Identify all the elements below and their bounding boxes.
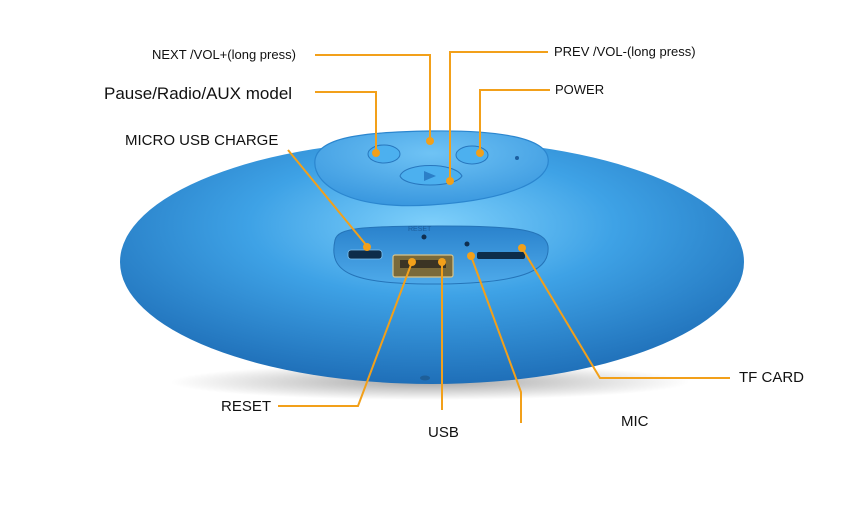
callout-dot-tf-card xyxy=(518,244,526,252)
mic-hole xyxy=(464,241,470,247)
label-mic: MIC xyxy=(621,413,649,430)
usb-port-tongue xyxy=(400,260,446,268)
label-next-vol-plus: NEXT /VOL+(long press) xyxy=(152,47,296,62)
label-pause-radio-aux: Pause/Radio/AUX model xyxy=(104,84,293,103)
callout-line-pause xyxy=(315,91,377,152)
led-indicator xyxy=(515,156,519,160)
micro-usb-port[interactable] xyxy=(347,249,383,260)
callout-line-next xyxy=(315,54,431,140)
tf-card-slot[interactable] xyxy=(477,252,525,259)
label-micro-usb-charge: MICRO USB CHARGE xyxy=(125,132,279,149)
callout-line-power xyxy=(479,89,550,152)
callout-dots xyxy=(363,137,526,266)
callout-dot-next xyxy=(426,137,434,145)
callout-dot-reset xyxy=(408,258,416,266)
label-reset: RESET xyxy=(221,398,272,415)
callout-line-reset xyxy=(278,261,413,407)
callout-line-tf-card xyxy=(521,247,730,379)
label-power: POWER xyxy=(555,82,605,97)
reset-pinhole[interactable] xyxy=(421,234,427,240)
callout-line-micro-usb xyxy=(287,149,368,247)
callout-dot-power xyxy=(476,149,484,157)
label-tf-card: TF CARD xyxy=(739,369,804,386)
reset-marking: RESET xyxy=(408,226,432,233)
callout-dot-mic xyxy=(467,252,475,260)
callout-dot-pause xyxy=(372,149,380,157)
callout-line-prev xyxy=(449,51,548,180)
speaker-foot xyxy=(420,375,430,381)
label-prev-vol-minus: PREV /VOL-(long press) xyxy=(554,44,696,59)
callout-line-mic xyxy=(470,255,522,423)
callout-dot-prev xyxy=(446,177,454,185)
play-arrow-icon xyxy=(424,171,436,181)
label-usb: USB xyxy=(428,424,459,441)
callout-dot-usb xyxy=(438,258,446,266)
callout-dot-micro-usb xyxy=(363,243,371,251)
callout-lines xyxy=(278,51,730,423)
